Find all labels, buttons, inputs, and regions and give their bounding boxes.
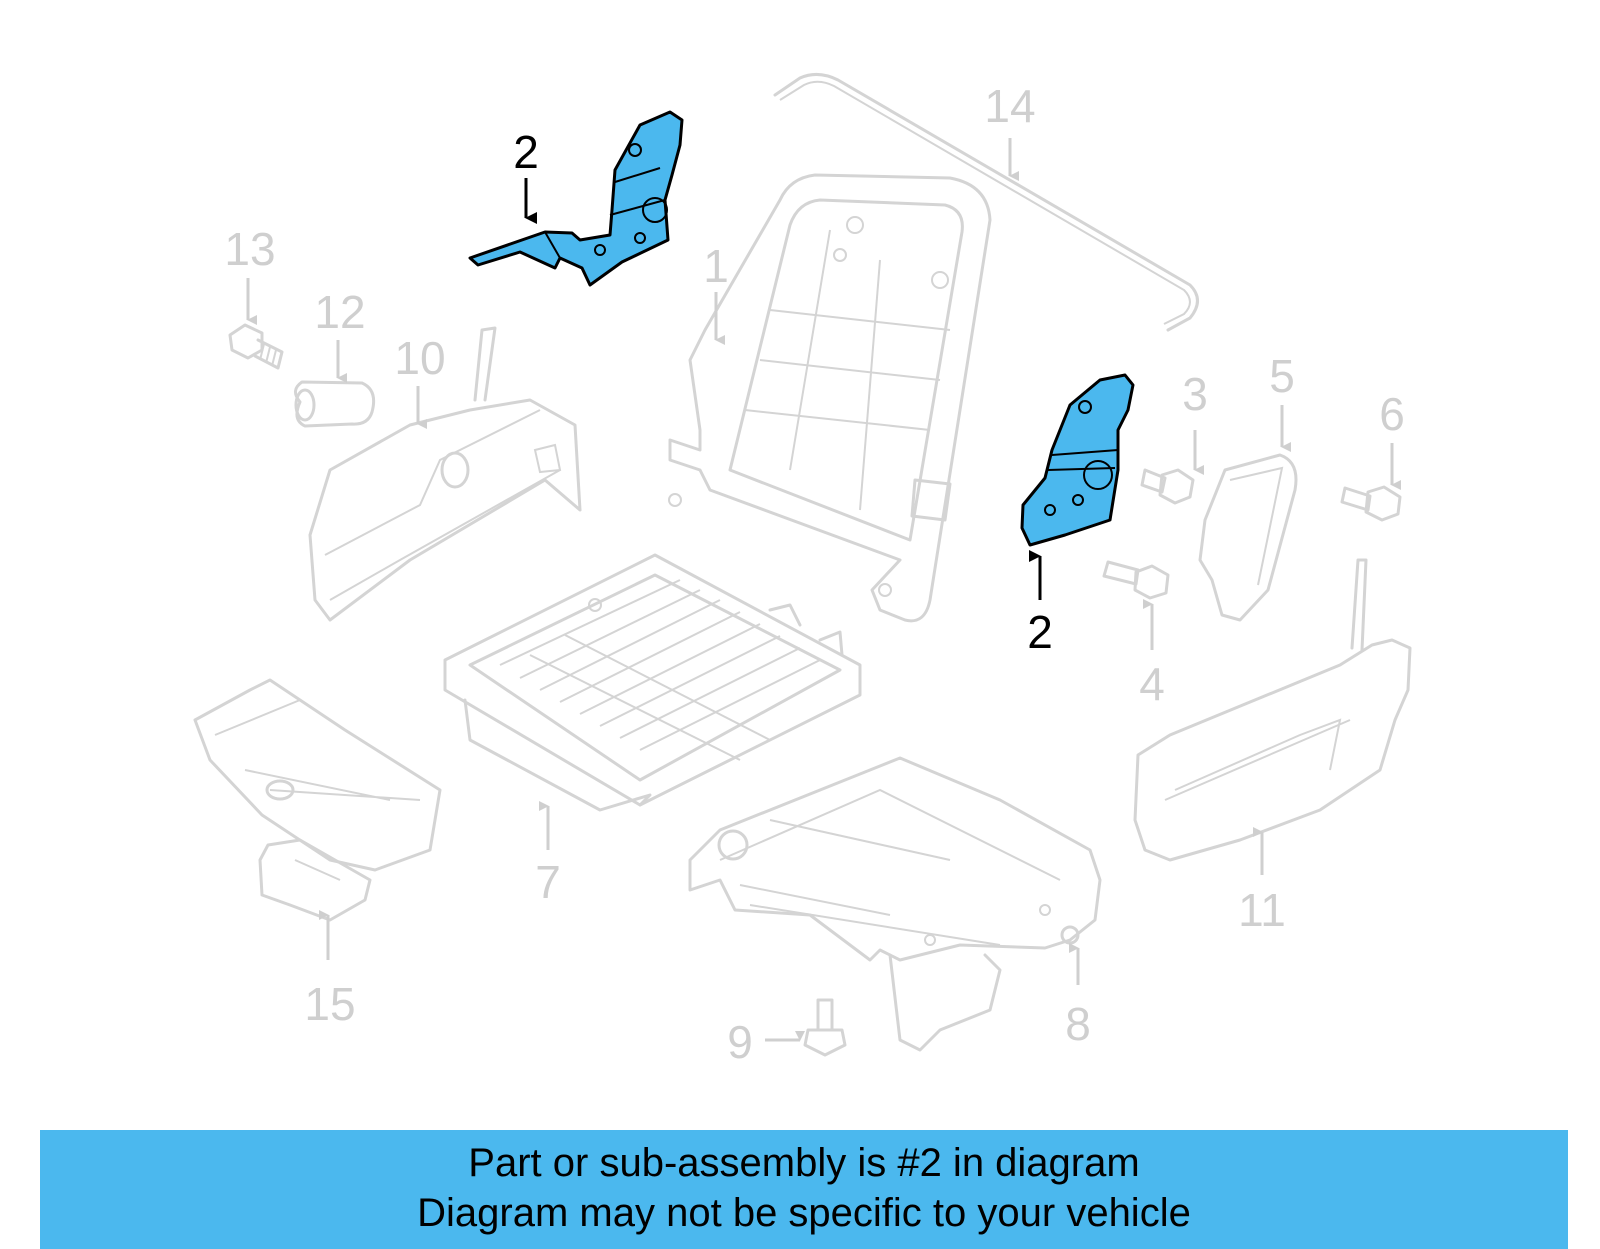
callout-8: 8: [1065, 998, 1091, 1050]
part-15-bracket: [193, 678, 442, 922]
callout-3: 3: [1182, 368, 1208, 420]
part-9-bolt: [803, 998, 847, 1057]
callout-9: 9: [727, 1016, 753, 1068]
part-8-seat-track: [688, 756, 1102, 1052]
callout-11: 11: [1238, 884, 1286, 936]
callout-13: 13: [224, 223, 275, 275]
parts-diagram: 2 2 14 1 13 12 10 3 5 6 4 7 11 15 8 9: [193, 73, 1412, 1068]
info-banner: Part or sub-assembly is #2 in diagram Di…: [40, 1130, 1568, 1249]
callout-12: 12: [314, 286, 365, 338]
callout-4: 4: [1139, 658, 1165, 710]
callout-7: 7: [535, 856, 561, 908]
part-4-bolt: [1102, 560, 1170, 600]
part-2-recliner-right: [1020, 373, 1135, 547]
callout-2a: 2: [513, 126, 539, 178]
callout-5: 5: [1269, 350, 1295, 402]
part-1-seatback-frame: [668, 173, 992, 623]
leader-arrows: [246, 138, 1401, 1042]
callout-2b: 2: [1027, 606, 1053, 658]
callout-10: 10: [394, 332, 445, 384]
part-12-spacer: [294, 380, 376, 428]
callout-6: 6: [1379, 388, 1405, 440]
callout-15: 15: [304, 978, 355, 1030]
banner-line-1: Part or sub-assembly is #2 in diagram: [468, 1141, 1140, 1185]
part-3-bolt: [1140, 468, 1195, 505]
part-11-outer-trim: [1133, 558, 1412, 862]
callout-1: 1: [703, 240, 729, 292]
part-6-bolt: [1340, 485, 1402, 522]
part-7-cushion-frame: [443, 553, 862, 812]
part-2-recliner-left: [468, 110, 684, 287]
banner-line-2: Diagram may not be specific to your vehi…: [417, 1191, 1191, 1235]
part-13-bolt: [228, 323, 284, 370]
part-10-side-trim: [308, 326, 582, 622]
part-5-cover: [1198, 453, 1298, 622]
callout-labels: 2 2 14 1 13 12 10 3 5 6 4 7 11 15 8 9: [224, 80, 1404, 1068]
part-14-wire-rod: [773, 73, 1199, 332]
callout-14: 14: [984, 80, 1035, 132]
